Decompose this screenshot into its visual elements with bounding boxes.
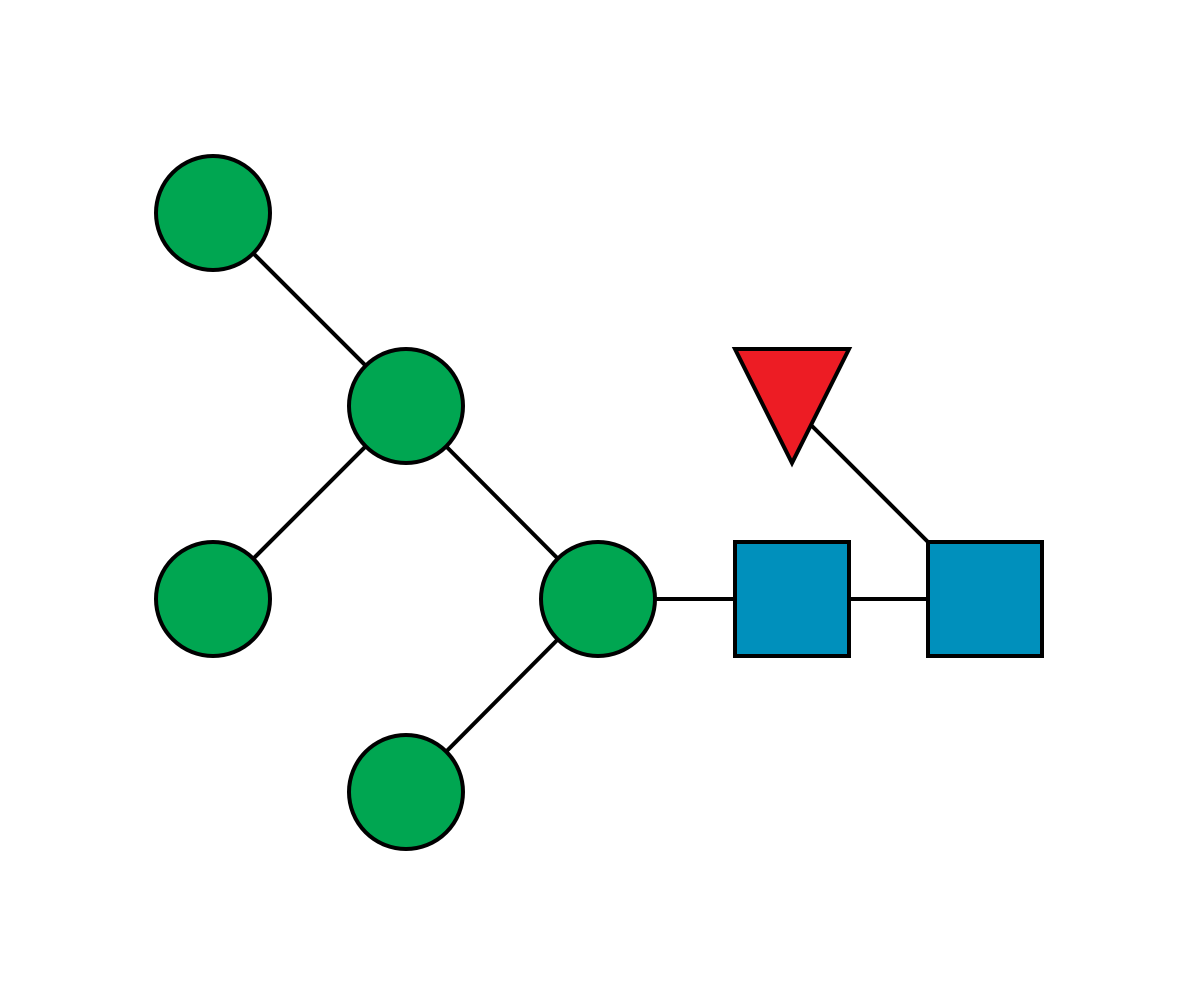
green-circle-icon-man-branch	[347, 347, 465, 465]
green-circle-icon-man-terminal-middle	[154, 540, 272, 658]
green-circle-icon-man-terminal-bottom	[347, 733, 465, 851]
green-circle-icon-man-terminal-top	[154, 154, 272, 272]
links-layer	[211, 211, 987, 794]
blue-square-icon-glcnac-inner	[733, 540, 851, 658]
red-triangle-icon-fucose	[731, 347, 853, 468]
green-circle-icon-man-core	[539, 540, 657, 658]
blue-square-icon-glcnac-reducing	[926, 540, 1044, 658]
nodes-layer	[154, 154, 1044, 851]
